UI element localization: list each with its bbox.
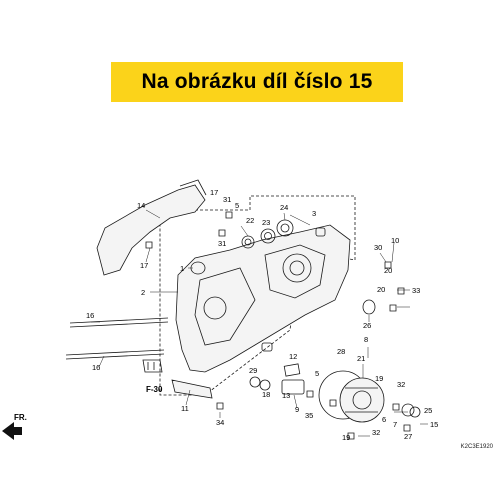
callout-29: 29: [249, 366, 257, 375]
callout-27: 27: [404, 432, 412, 441]
callout-2: 2: [141, 288, 145, 297]
callout-23: 23: [262, 218, 270, 227]
callout-19b: 19: [342, 433, 350, 442]
bearing-23: [260, 228, 276, 244]
callout-22: 22: [246, 216, 254, 225]
dowel-3: [315, 227, 326, 237]
callout-20: 20: [384, 266, 392, 275]
callout-33: 33: [412, 286, 420, 295]
callout-28: 28: [337, 347, 345, 356]
bolts: [145, 211, 411, 440]
callout-6: 6: [382, 415, 386, 424]
bushing-1b: [261, 342, 273, 352]
callout-31: 31: [223, 195, 231, 204]
part-number-banner: Na obrázku díl číslo 15: [111, 62, 403, 102]
leader-lines: [91, 209, 428, 437]
callout-5b: 5: [315, 369, 319, 378]
bracket-11: [171, 379, 213, 399]
direction-label: FR.: [14, 413, 27, 422]
callout-16: 16: [86, 311, 94, 320]
callout-20b: 20: [377, 285, 385, 294]
callout-15: 15: [430, 420, 438, 429]
callout-30: 30: [374, 243, 382, 252]
callout-14: 14: [137, 201, 145, 210]
crankcase-body: [175, 224, 351, 373]
front-direction-arrow: FR.: [2, 413, 27, 440]
seal-26: [362, 299, 376, 315]
callout-18: 18: [262, 390, 270, 399]
cover-plate-21: [339, 377, 385, 423]
callout-1: 1: [180, 264, 184, 273]
callout-32: 32: [397, 380, 405, 389]
reference-code: K2C3E1920: [460, 444, 493, 450]
seal-25: [401, 403, 415, 417]
callout-17: 17: [210, 188, 218, 197]
callout-31b: 31: [218, 239, 226, 248]
callout-16b: 16: [92, 363, 100, 372]
section-ref-label: F-30: [146, 385, 163, 394]
callout-12: 12: [289, 352, 297, 361]
callout-24: 24: [280, 203, 288, 212]
bearing-24: [276, 219, 294, 237]
plate-12: [283, 363, 301, 377]
callout-3: 3: [312, 209, 316, 218]
callout-26: 26: [363, 321, 371, 330]
callout-9: 9: [295, 405, 299, 414]
callout-11: 11: [181, 404, 189, 413]
callout-35: 35: [305, 411, 313, 420]
callout-17b: 17: [140, 261, 148, 270]
swingarm-bracket: [96, 184, 206, 276]
callout-10: 10: [391, 236, 399, 245]
callout-5: 5: [235, 201, 239, 210]
callout-34: 34: [216, 418, 224, 427]
bearing-15: [409, 406, 421, 418]
callout-8: 8: [364, 335, 368, 344]
bearing-18: [259, 379, 271, 391]
callout-32b: 32: [372, 428, 380, 437]
callout-13: 13: [282, 391, 290, 400]
gasket-13: [281, 379, 305, 395]
callout-7: 7: [393, 420, 397, 429]
callout-numbers: 14 17 31 5 22 23 24 3 17 31 30 10 1 20 2…: [86, 188, 438, 442]
callout-19: 19: [375, 374, 383, 383]
seal-29: [249, 376, 261, 388]
callout-25: 25: [424, 406, 432, 415]
callout-21: 21: [357, 354, 365, 363]
